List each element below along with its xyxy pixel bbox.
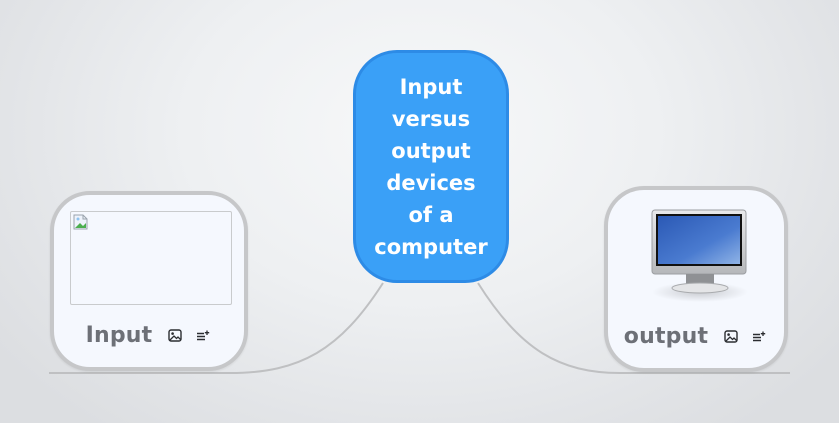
broken-image-icon xyxy=(73,214,88,230)
central-topic-line: devices xyxy=(386,170,476,195)
central-topic-line: Input xyxy=(399,74,463,99)
topic-node-output[interactable]: output xyxy=(604,186,788,372)
central-topic-line: output xyxy=(391,138,471,163)
central-topic-line: versus xyxy=(391,106,471,131)
add-notes-icon[interactable] xyxy=(194,327,212,345)
central-topic-line: of a xyxy=(408,202,454,227)
topic-image-frame[interactable] xyxy=(70,211,232,305)
image-icon[interactable] xyxy=(722,328,740,346)
add-notes-icon[interactable] xyxy=(750,328,768,346)
image-icon[interactable] xyxy=(166,327,184,345)
topic-label: output xyxy=(623,324,709,349)
central-topic-line: computer xyxy=(374,234,488,259)
topic-label: Input xyxy=(85,323,153,348)
central-topic[interactable]: Input versus output devices of a compute… xyxy=(353,50,509,283)
topic-node-input[interactable]: Input xyxy=(50,191,248,371)
computer-monitor-image xyxy=(651,209,748,302)
